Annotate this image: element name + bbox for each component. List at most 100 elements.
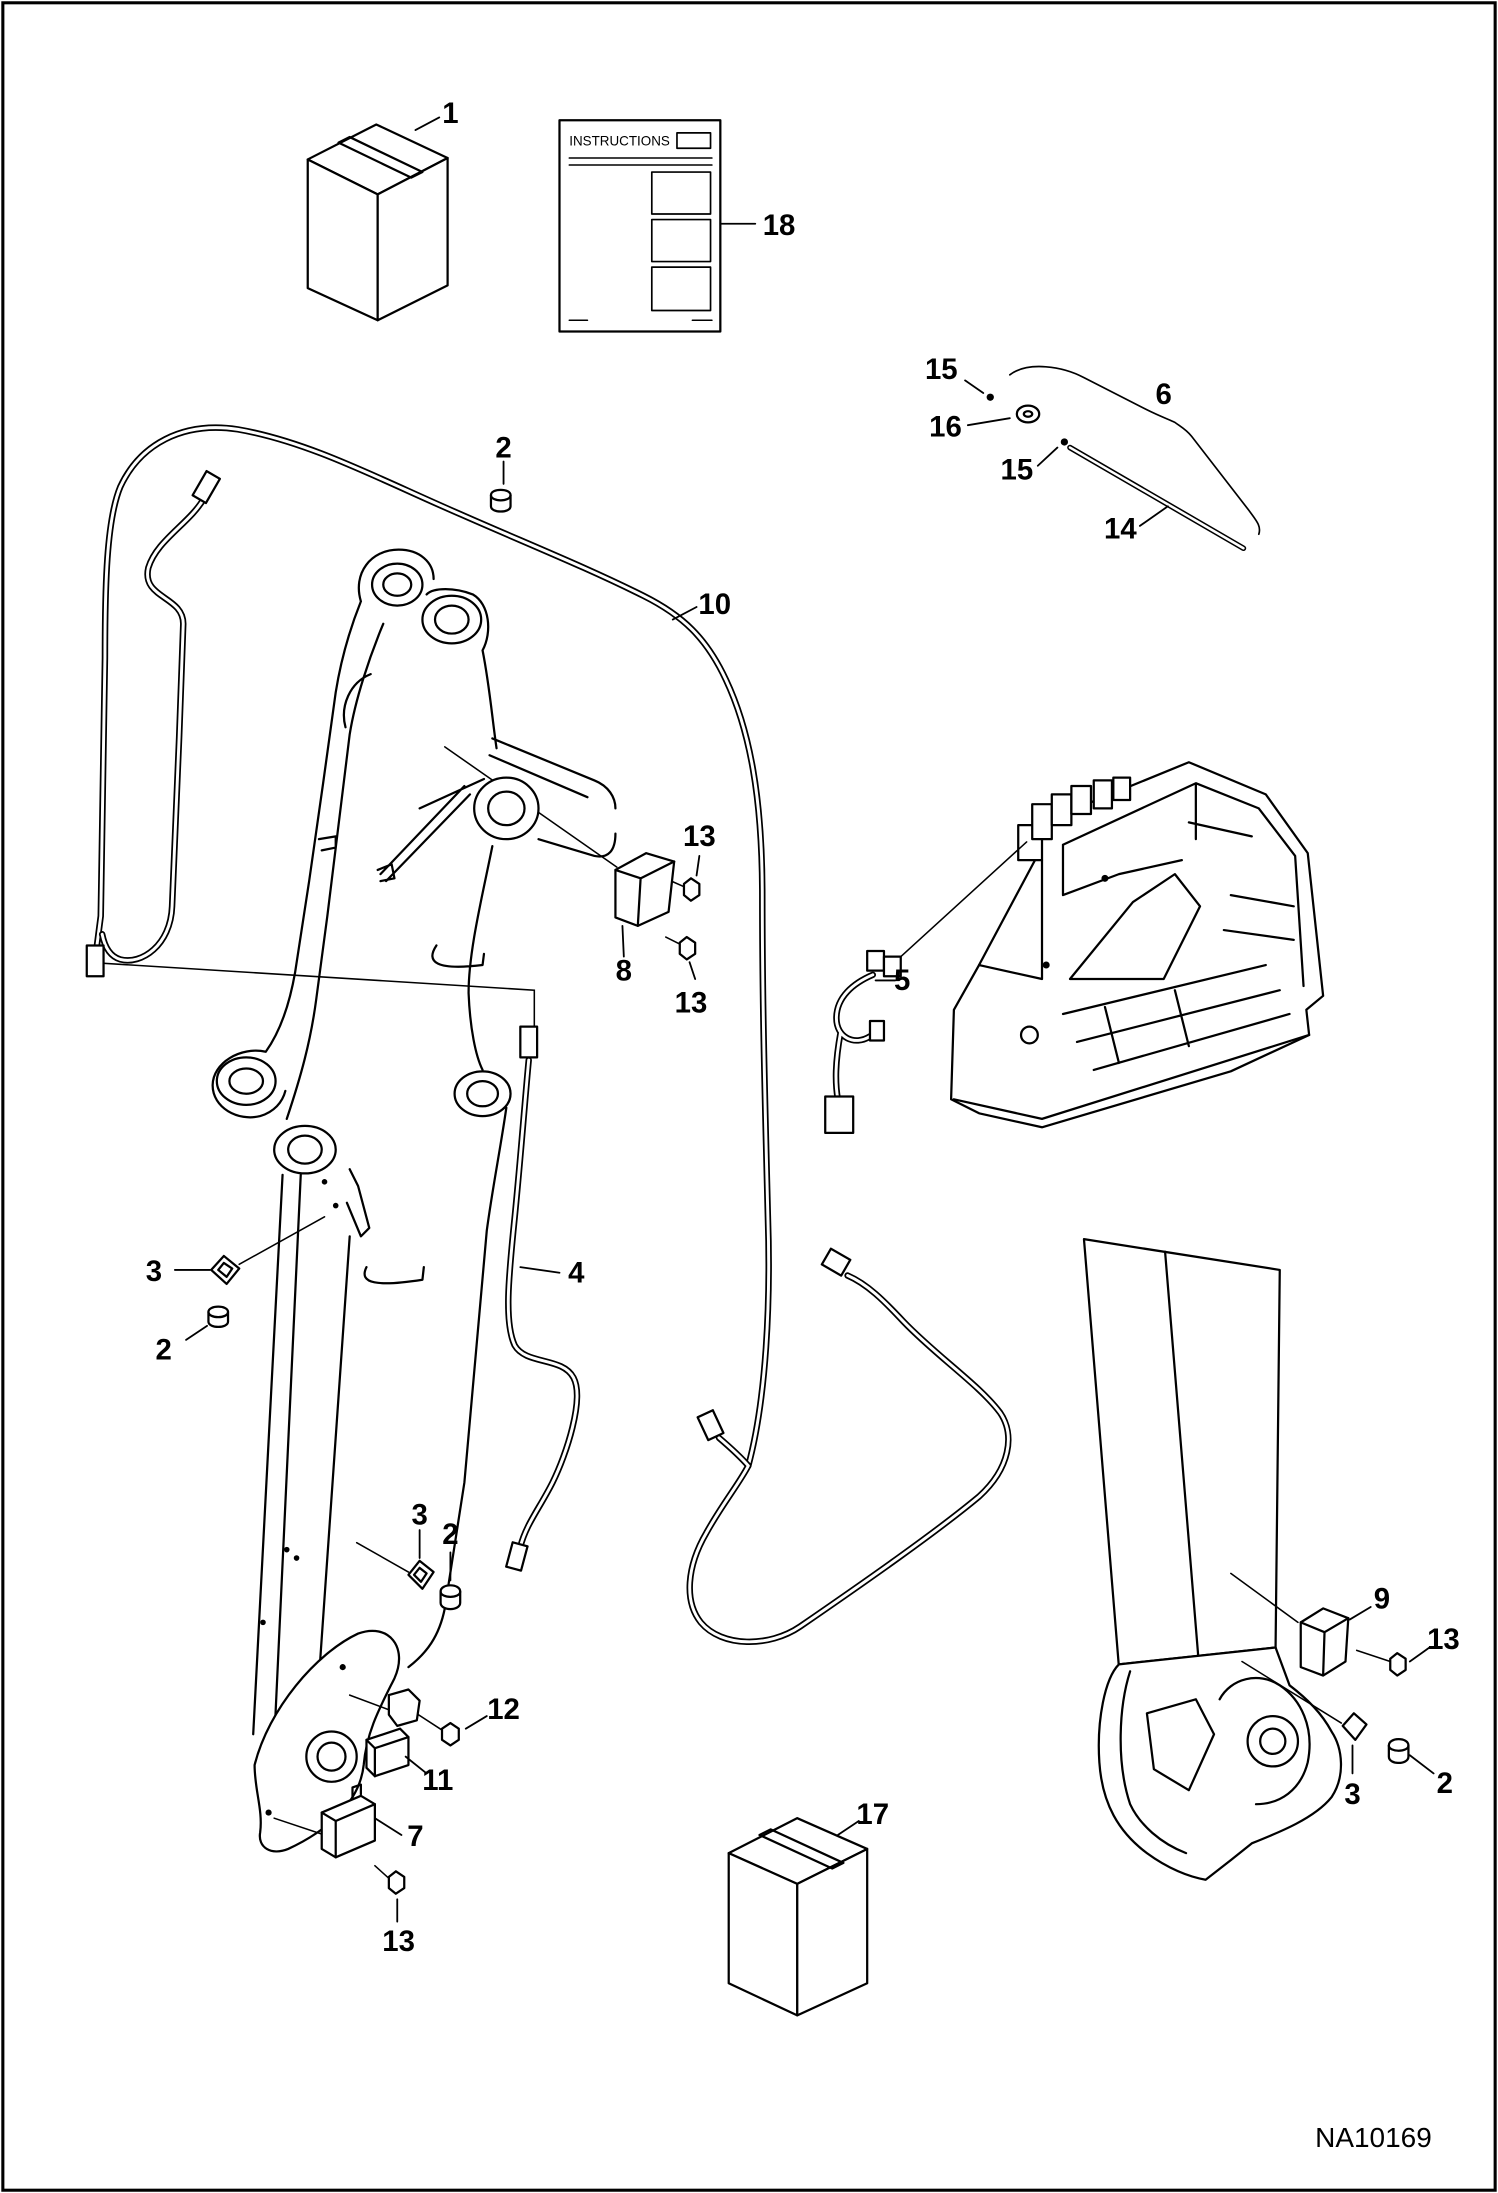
carton-box-bottom — [727, 1817, 869, 2017]
connector — [882, 955, 902, 978]
connector — [85, 944, 105, 978]
bolt — [682, 877, 701, 902]
boom-outline — [211, 548, 617, 1120]
frame-hole — [1019, 1025, 1039, 1045]
cable-clip — [210, 1254, 241, 1286]
booklet-page — [558, 119, 722, 333]
arm-outline — [252, 1106, 508, 1744]
booklet-figure-3 — [650, 266, 712, 312]
connector — [519, 1025, 539, 1059]
frame-connector — [1070, 784, 1093, 816]
callout-14: 14 — [1104, 512, 1137, 545]
cable-clip — [1341, 1712, 1368, 1741]
magnet-clip — [387, 1688, 421, 1727]
wiring-harnesses — [85, 424, 1012, 1645]
cable-clip-inner — [412, 1566, 428, 1583]
boom — [211, 548, 618, 1175]
callout-18: 18 — [763, 209, 796, 242]
arm-right — [1082, 1238, 1410, 1881]
arm-right-bucket-mount — [1097, 1646, 1343, 1881]
spacer-upper — [986, 393, 994, 401]
callout-13-boom-upper: 13 — [683, 820, 716, 853]
frame-hole — [1101, 874, 1109, 882]
sensor-block-boom — [614, 852, 701, 961]
bolt — [678, 935, 697, 961]
assembly-brace — [1008, 365, 1261, 536]
callout-13-boom-lower: 13 — [675, 987, 708, 1020]
cable-tie-clip-rim — [1387, 1744, 1410, 1752]
callout-3-middle: 3 — [411, 1498, 427, 1531]
spacer-lower — [1060, 438, 1069, 446]
boss-hole — [228, 1067, 265, 1095]
cable-clip-inner — [217, 1261, 234, 1279]
frame-connector — [1092, 779, 1114, 810]
cylinder-mount — [473, 776, 540, 841]
connector — [866, 949, 886, 972]
callout-8: 8 — [616, 954, 632, 987]
callout-11: 11 — [422, 1764, 453, 1797]
link-hole — [339, 1664, 346, 1671]
callout-2-left: 2 — [156, 1333, 172, 1366]
callout-16: 16 — [929, 410, 962, 443]
block-edges — [365, 1735, 410, 1778]
callout-12: 12 — [487, 1693, 520, 1726]
carton-box-top — [306, 123, 449, 322]
frame-details — [952, 782, 1311, 1120]
link-hole — [265, 1809, 272, 1816]
connector — [191, 469, 222, 505]
booklet-figure-2 — [650, 218, 712, 263]
connector — [868, 1019, 886, 1042]
main-harness-branch-right-core — [688, 1274, 1010, 1644]
connection-line-frame — [899, 841, 1028, 958]
booklet-title-box — [676, 132, 712, 150]
bolt — [440, 1721, 460, 1747]
callout-2-top: 2 — [495, 431, 511, 464]
bolt — [1389, 1652, 1407, 1677]
boss-hole — [382, 572, 413, 597]
boss-ring — [370, 562, 424, 607]
callout-15-lower: 15 — [1000, 454, 1033, 487]
frame-connector — [1050, 793, 1073, 827]
boss-hole — [287, 1134, 323, 1165]
arm-right-boss — [1246, 1714, 1300, 1768]
washer — [1015, 404, 1041, 424]
arm-right-boss-hole — [1259, 1727, 1287, 1755]
callout-5: 5 — [894, 964, 910, 997]
frame-connector — [1112, 776, 1132, 802]
cable-tie-clip-rim — [489, 493, 512, 502]
boss-hole — [466, 1079, 500, 1108]
arm — [238, 880, 685, 1880]
callout-6: 6 — [1156, 378, 1172, 411]
mount-lines-right — [1230, 1572, 1392, 1724]
box-tape — [337, 135, 424, 179]
sensor-block-body — [614, 852, 676, 927]
callout-13-right: 13 — [1427, 1623, 1460, 1656]
callout-13-arm: 13 — [382, 1925, 415, 1958]
instruction-booklet: INSTRUCTIONS — [558, 119, 722, 333]
cable-tie-clip-rim — [207, 1310, 230, 1319]
booklet-title: INSTRUCTIONS — [569, 133, 670, 148]
link-boss-hole — [316, 1741, 347, 1772]
boss-ring — [453, 1070, 512, 1118]
bolt — [387, 1870, 406, 1895]
rod-assembly — [986, 365, 1261, 552]
frame-assembly — [824, 761, 1325, 1134]
cable-tie-clip-rim — [439, 1590, 462, 1598]
frame-outline — [949, 761, 1325, 1129]
boom-harness-core — [506, 1058, 579, 1549]
sensor-block-right-edges — [1299, 1617, 1350, 1677]
frame-hole — [1042, 961, 1050, 969]
main-harness-core — [95, 426, 771, 1468]
connector — [696, 1409, 725, 1442]
boss-ring — [421, 594, 483, 645]
arm-hardware — [207, 488, 512, 1895]
arm-right-mount-details — [1119, 1670, 1311, 1855]
callout-15-upper: 15 — [925, 353, 958, 386]
main-harness-branch-left-core — [100, 496, 206, 962]
washer-hole — [1022, 410, 1034, 418]
callout-7: 7 — [407, 1820, 423, 1853]
frame-harness-core — [834, 973, 875, 1101]
callout-leader-lines — [173, 116, 1435, 1923]
boss-ring — [215, 1056, 277, 1107]
